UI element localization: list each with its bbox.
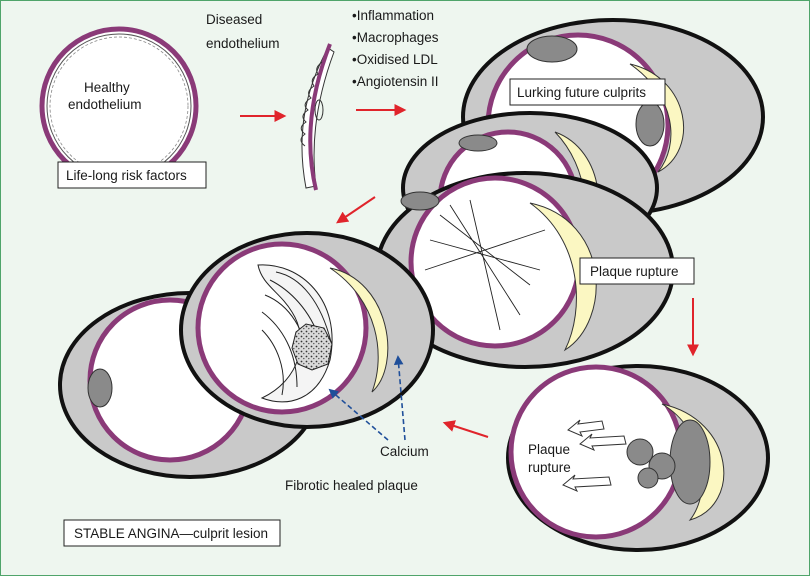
factor-inflammation: •Inflammation	[352, 8, 434, 23]
lurking-box: Lurking future culprits	[510, 79, 665, 105]
healthy-label-line1: Healthy	[84, 80, 130, 95]
factor-angiotensin: •Angiotensin II	[352, 74, 439, 89]
artery-section-ruptured	[508, 366, 768, 550]
diseased-label-line2: endothelium	[206, 36, 280, 51]
stable-angina-box: STABLE ANGINA—culprit lesion	[64, 520, 280, 546]
rupture-box: Plaque rupture	[580, 258, 694, 284]
risk-factors-label: Life-long risk factors	[66, 168, 187, 183]
arrow-rupture-to-healed	[445, 423, 488, 437]
calcium-label: Calcium	[380, 444, 429, 459]
factor-macrophages: •Macrophages	[352, 30, 439, 45]
risk-factors-box: Life-long risk factors	[58, 162, 206, 188]
inner-rupture-line1: Plaque	[528, 442, 570, 457]
artery-section-fibrotic	[181, 233, 433, 427]
stable-angina-label: STABLE ANGINA—culprit lesion	[74, 526, 268, 541]
diseased-endothelium-strip	[301, 44, 334, 190]
diseased-label-line1: Diseased	[206, 12, 262, 27]
arrow-to-healed	[338, 197, 375, 222]
factor-oxidised-ldl: •Oxidised LDL	[352, 52, 438, 67]
healthy-label-line2: endothelium	[68, 97, 142, 112]
inner-rupture-line2: rupture	[528, 460, 571, 475]
fibrotic-label: Fibrotic healed plaque	[285, 478, 418, 493]
rupture-label: Plaque rupture	[590, 264, 679, 279]
lurking-label: Lurking future culprits	[517, 85, 646, 100]
